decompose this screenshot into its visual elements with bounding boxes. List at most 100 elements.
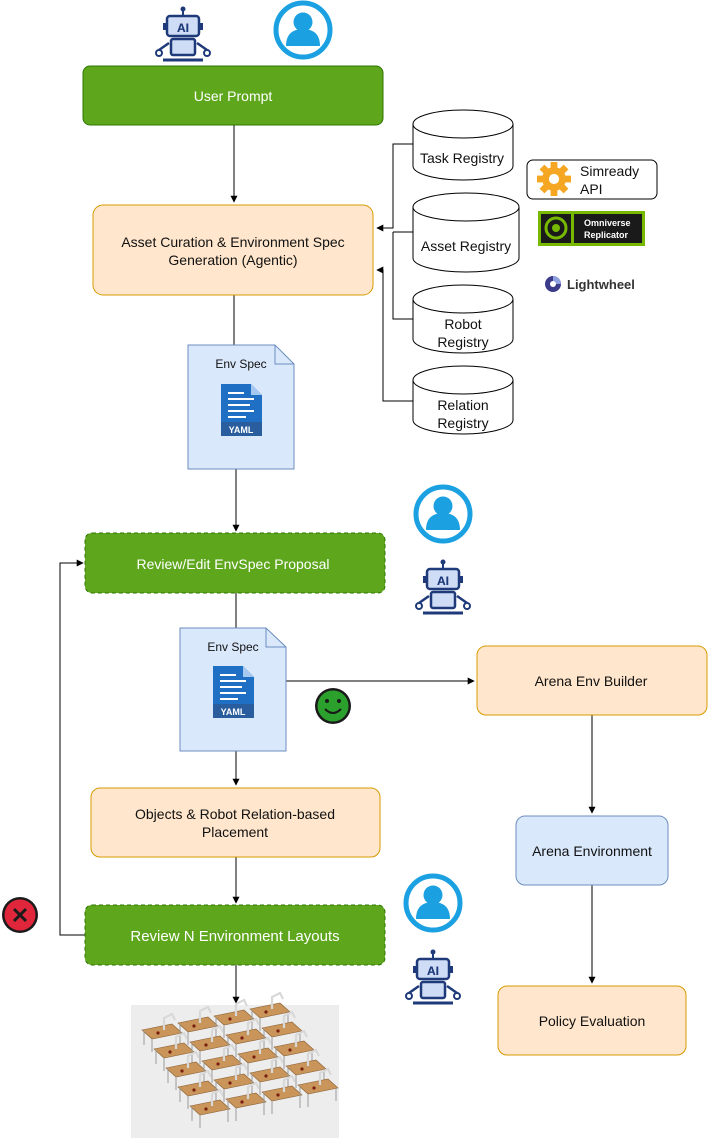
- object-on-desk: [216, 1062, 220, 1066]
- reject-x-icon: [2, 897, 38, 933]
- asset-registry-label: Asset Registry: [421, 238, 511, 254]
- edge-reject-loop: [59, 559, 85, 936]
- placement-label-line2: Placement: [202, 824, 268, 840]
- robot-registry: Robot Registry: [412, 284, 514, 354]
- asset-registry: Asset Registry: [412, 192, 520, 273]
- arena-environment-label: Arena Environment: [532, 843, 652, 859]
- robot-arm: [234, 1062, 248, 1080]
- gear-icon: [537, 162, 571, 196]
- yaml-file-icon: YAML: [212, 665, 255, 719]
- lightwheel-label: Lightwheel: [567, 277, 635, 292]
- robot-arm: [282, 1010, 296, 1028]
- object-on-desk: [276, 1029, 280, 1033]
- env-spec-title-1: Env Spec: [215, 357, 266, 371]
- object-on-desk: [228, 1017, 232, 1021]
- robot-arm: [198, 1069, 212, 1087]
- yaml-file-icon: YAML: [220, 383, 263, 437]
- desk-legs: [299, 1086, 337, 1107]
- ai-badge-text: AI: [437, 574, 449, 588]
- desk: [189, 1099, 231, 1116]
- user-prompt-label: User Prompt: [194, 88, 273, 104]
- omniverse-replicator-logo: Omniverse Replicator: [538, 211, 645, 246]
- robot-arm: [270, 1055, 284, 1073]
- relation-registry: Relation Registry: [412, 365, 514, 435]
- arena-env-builder-node: Arena Env Builder: [476, 645, 708, 716]
- policy-evaluation-label: Policy Evaluation: [539, 1013, 646, 1029]
- desk-grid: [141, 991, 339, 1128]
- user-prompt-node: User Prompt: [82, 65, 384, 126]
- policy-evaluation-node: Policy Evaluation: [497, 985, 687, 1056]
- robot-ai-icon: AI: [154, 5, 212, 62]
- robot-arm: [186, 1050, 200, 1068]
- robot-arm: [234, 998, 248, 1016]
- task-registry: Task Registry: [412, 109, 514, 181]
- smiley-face-icon: [315, 688, 351, 724]
- robot-registry-label-line2: Registry: [437, 334, 488, 350]
- simready-api-badge: Simready API: [526, 159, 658, 200]
- asset-curation-label-line1: Asset Curation & Environment Spec: [121, 234, 344, 250]
- env-spec-title-2: Env Spec: [207, 640, 258, 654]
- simready-label-line2: API: [580, 181, 603, 197]
- env-spec-document-2: Env Spec YAML: [179, 627, 287, 752]
- object-on-desk: [240, 1100, 244, 1104]
- robot-ai-icon: AI: [414, 558, 472, 615]
- relation-registry-label-line1: Relation: [437, 397, 488, 413]
- object-on-desk: [180, 1069, 184, 1073]
- robot-arm: [246, 1081, 260, 1099]
- object-on-desk: [288, 1048, 292, 1052]
- relation-registry-label-line2: Registry: [437, 415, 488, 431]
- edge-task-registry: [376, 143, 413, 232]
- robot-arm: [222, 1043, 236, 1061]
- lightwheel-logo: Lightwheel: [545, 276, 635, 292]
- robot-arm: [282, 1074, 296, 1092]
- robot-arm: [270, 991, 284, 1009]
- object-on-desk: [192, 1024, 196, 1028]
- env-spec-document-1: Env Spec YAML: [187, 344, 295, 470]
- robot-arm: [174, 1031, 188, 1049]
- omniverse-label-line1: Omniverse: [584, 218, 631, 228]
- review-layouts-label: Review N Environment Layouts: [130, 928, 339, 945]
- object-on-desk: [276, 1093, 280, 1097]
- yaml-label-1: YAML: [229, 425, 254, 435]
- object-on-desk: [192, 1088, 196, 1092]
- robot-arm: [198, 1005, 212, 1023]
- asset-curation-node: Asset Curation & Environment Spec Genera…: [92, 204, 374, 296]
- object-on-desk: [264, 1010, 268, 1014]
- simready-label-line1: Simready: [580, 163, 639, 179]
- robot-arm: [246, 1017, 260, 1035]
- user-avatar-icon: [406, 876, 460, 930]
- ai-badge-text: AI: [177, 21, 189, 35]
- robot-arm: [210, 1088, 224, 1106]
- yaml-label-2: YAML: [221, 707, 246, 717]
- robot-registry-label-line1: Robot: [444, 316, 481, 332]
- object-on-desk: [240, 1036, 244, 1040]
- user-avatar-icon: [276, 3, 330, 57]
- object-on-desk: [228, 1081, 232, 1085]
- robot-arm: [162, 1012, 176, 1030]
- object-on-desk: [264, 1074, 268, 1078]
- edge-robot-registry: [392, 232, 413, 320]
- environment-layouts-render-image: [131, 991, 339, 1138]
- task-registry-label: Task Registry: [420, 150, 504, 166]
- object-on-desk: [312, 1086, 316, 1090]
- review-envspec-node: Review/Edit EnvSpec Proposal: [84, 532, 386, 594]
- robot-arm: [210, 1024, 224, 1042]
- user-avatar-icon: [416, 487, 470, 541]
- desk: [297, 1078, 339, 1095]
- review-envspec-label: Review/Edit EnvSpec Proposal: [137, 556, 330, 572]
- ai-badge-text: AI: [427, 964, 439, 978]
- review-layouts-node: Review N Environment Layouts: [84, 904, 386, 966]
- desk: [261, 1085, 303, 1102]
- desk: [225, 1092, 267, 1109]
- asset-curation-label-line2: Generation (Agentic): [168, 252, 297, 268]
- robot-arm: [318, 1067, 332, 1085]
- object-on-desk: [156, 1031, 160, 1035]
- object-on-desk: [168, 1050, 172, 1054]
- robot-arm: [306, 1048, 320, 1066]
- placement-label-line1: Objects & Robot Relation-based: [135, 806, 335, 822]
- object-on-desk: [204, 1107, 208, 1111]
- placement-node: Objects & Robot Relation-based Placement: [90, 787, 381, 858]
- robot-ai-icon: AI: [404, 948, 462, 1005]
